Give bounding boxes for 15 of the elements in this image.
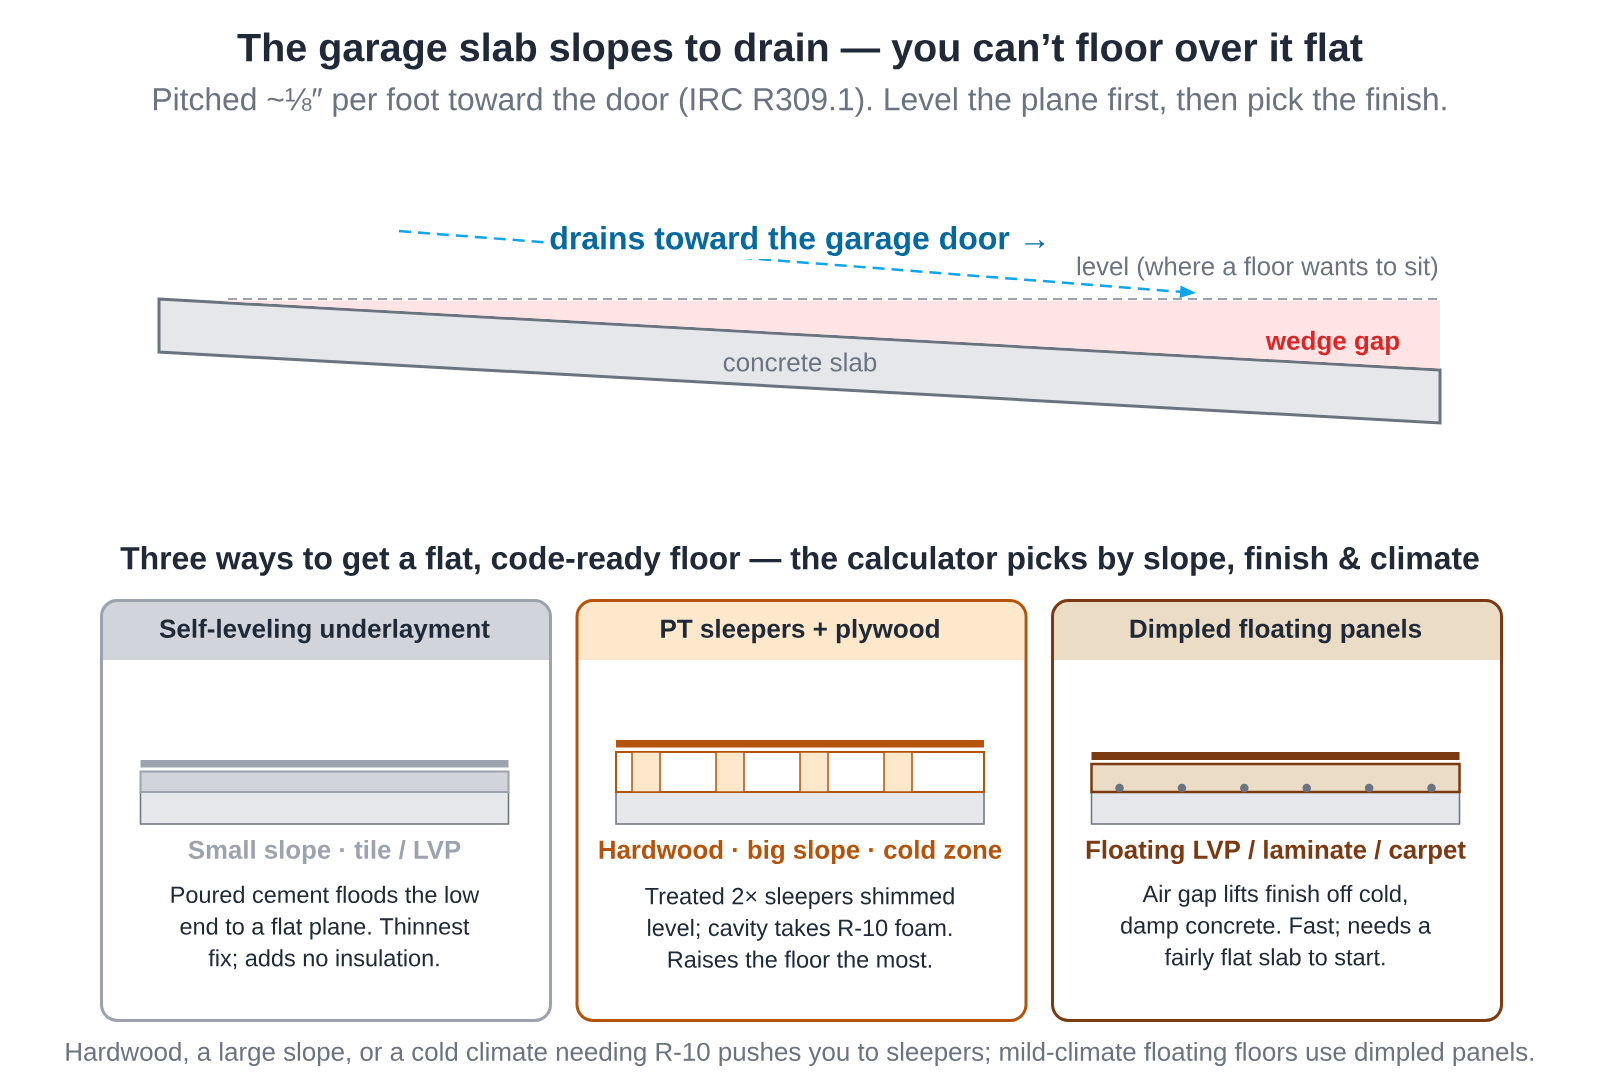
card-header: PT sleepers + plywood xyxy=(575,599,1025,660)
card-tagline: Small slope · tile / LVP xyxy=(188,840,461,865)
card-tagline: Floating LVP / laminate / carpet xyxy=(1086,839,1466,865)
caption: Hardwood, a large slope, or a cold climate needing R-10 pushes you to sleepers; mild-climate floating floors use dimpled panels. xyxy=(66,1041,1533,1067)
card-description: Treated 2× sleepers shimmed level; cavity takes R-10 foam. Raises the floor the most. xyxy=(645,887,954,968)
section-heading: Three ways to get a flat, code-ready floor — the calculator picks by slope, finish & climate xyxy=(120,546,1479,576)
card-header: Dimpled floating panels xyxy=(1051,599,1500,660)
card-header: Self-leveling underlayment xyxy=(100,599,549,660)
card-description: Poured cement floods the low end to a flat plane. Thinnest fix; adds no insulation. xyxy=(171,885,480,970)
level-label: level (where a floor wants to sit) xyxy=(1077,256,1438,281)
subtitle: Pitched ~⅛″ per foot toward the door (IRC R309.1). Level the plane first, then pick the finish. xyxy=(154,87,1446,117)
title: The garage slab slopes to drain — you can’t floor over it flat xyxy=(237,32,1363,70)
direction-label: drains toward the garage door → xyxy=(546,223,1054,259)
card-tagline: Hardwood · big slope · cold zone xyxy=(599,839,1002,865)
card-description: Air gap lifts finish off cold, damp concrete. Fast; needs a fairly flat slab to start. xyxy=(1121,884,1431,971)
